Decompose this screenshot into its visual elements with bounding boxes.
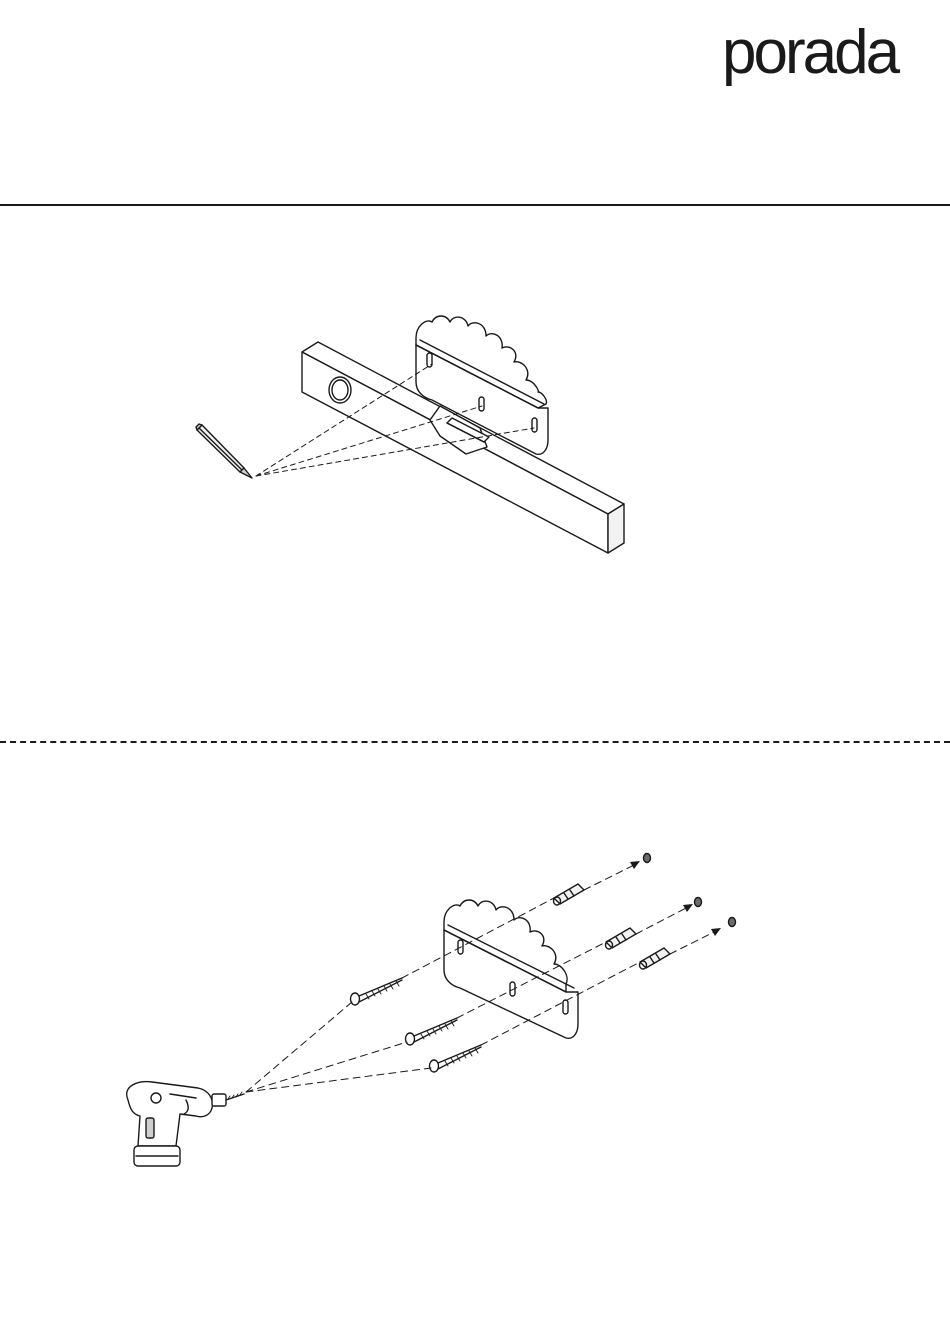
header-divider <box>0 204 950 206</box>
wall-anchor-icon <box>554 884 585 905</box>
step-2-illustration <box>0 830 950 1190</box>
arrowheads <box>630 861 721 936</box>
step-divider <box>0 741 950 743</box>
wall-holes <box>644 854 736 927</box>
wall-anchor-icon <box>606 928 637 949</box>
brand-logo: porada <box>722 22 897 84</box>
wall-anchors <box>554 884 671 969</box>
screw-icon <box>351 978 403 1005</box>
step-1-illustration <box>0 250 950 610</box>
drill-icon <box>127 1082 244 1166</box>
pencil-icon <box>196 424 252 478</box>
screws <box>351 978 482 1072</box>
screw-icon <box>406 1018 458 1045</box>
wall-anchor-icon <box>640 948 671 969</box>
screw-icon <box>430 1045 482 1072</box>
